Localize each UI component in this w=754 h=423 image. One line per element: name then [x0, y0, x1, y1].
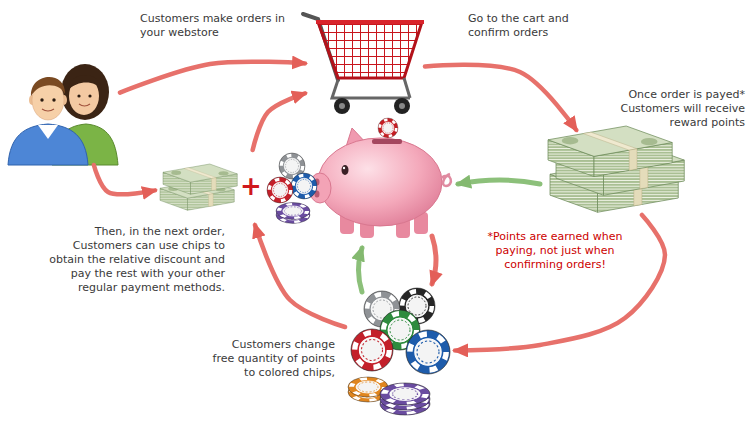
- piggy-arrows: [458, 180, 540, 184]
- cart-step: Go to the cart and confirm orders: [305, 8, 425, 118]
- customers-illustration: [61, 64, 109, 120]
- cart-illustration: [334, 98, 350, 114]
- customers-illustration: [42, 109, 54, 111]
- discount-step: Then, in the next order, Customers can u…: [155, 150, 320, 225]
- customers-illustration: [79, 104, 90, 106]
- piggy-bank: [441, 174, 451, 186]
- label-holder: *Points are earned when paying, not just…: [485, 230, 625, 272]
- customers-illustration: [77, 94, 80, 97]
- exchange-step: Customers change free quantity of points…: [345, 290, 455, 418]
- flow-arrow: [253, 93, 305, 150]
- step-caption: Once order is payed* Customers will rece…: [615, 88, 745, 130]
- piggy-arrows: [359, 248, 363, 292]
- cart-illustration: [332, 80, 410, 98]
- flow-arrow: [94, 165, 155, 194]
- customers-illustration: [52, 98, 55, 101]
- customers-illustration: [40, 98, 43, 101]
- reward-step: Once order is payed* Customers will rece…: [545, 130, 690, 215]
- piggy-bank: [342, 165, 349, 175]
- plus-sign: +: [240, 170, 262, 203]
- chips-pile: [406, 330, 450, 374]
- step-caption: Customers make orders in your webstore: [140, 12, 290, 40]
- chips-pile: [380, 383, 430, 405]
- customers-step: Customers make orders in your webstore: [10, 55, 120, 165]
- step-caption: Customers change free quantity of points…: [210, 338, 335, 380]
- cart-illustration: [318, 22, 422, 78]
- piggy-bank: [343, 167, 345, 169]
- piggy-bank: [318, 138, 442, 226]
- cart-illustration: [339, 103, 345, 109]
- customers-illustration: [38, 125, 58, 139]
- money-and-chips: [163, 164, 237, 194]
- money-stack: [548, 126, 672, 177]
- cart-illustration: [316, 20, 424, 24]
- money-stack: [548, 126, 684, 212]
- customers-illustration: [88, 94, 91, 97]
- cart-illustration: [303, 14, 424, 114]
- flow-arrow: [120, 62, 305, 93]
- customers-illustration: [8, 64, 118, 165]
- flow-arrow: [255, 225, 345, 327]
- money-and-chips: [276, 203, 310, 220]
- payment-note: *Points are earned when paying, not just…: [485, 230, 625, 272]
- step-caption: Go to the cart and confirm orders: [468, 12, 580, 40]
- label-holder: +: [240, 170, 262, 203]
- flow-arrow: [425, 65, 576, 130]
- piggy-bank: [309, 118, 451, 238]
- cart-illustration: [394, 98, 410, 114]
- money-and-chips: [267, 177, 293, 203]
- piggy-arrows: [432, 236, 436, 284]
- piggy-bank: [378, 118, 398, 138]
- customers-illustration: [31, 77, 65, 96]
- chips-pile: [351, 329, 393, 371]
- flow-arrow: [455, 215, 665, 350]
- piggy-bank: [372, 139, 402, 144]
- chips-pile: [348, 288, 450, 415]
- customers-illustration: [8, 124, 88, 165]
- step-caption: Then, in the next order, Customers can u…: [43, 225, 225, 295]
- money-and-chips: [291, 173, 317, 199]
- customers-illustration: [68, 75, 102, 90]
- money-and-chips: [160, 153, 317, 223]
- cart-illustration: [399, 103, 405, 109]
- cart-illustration: [404, 78, 410, 98]
